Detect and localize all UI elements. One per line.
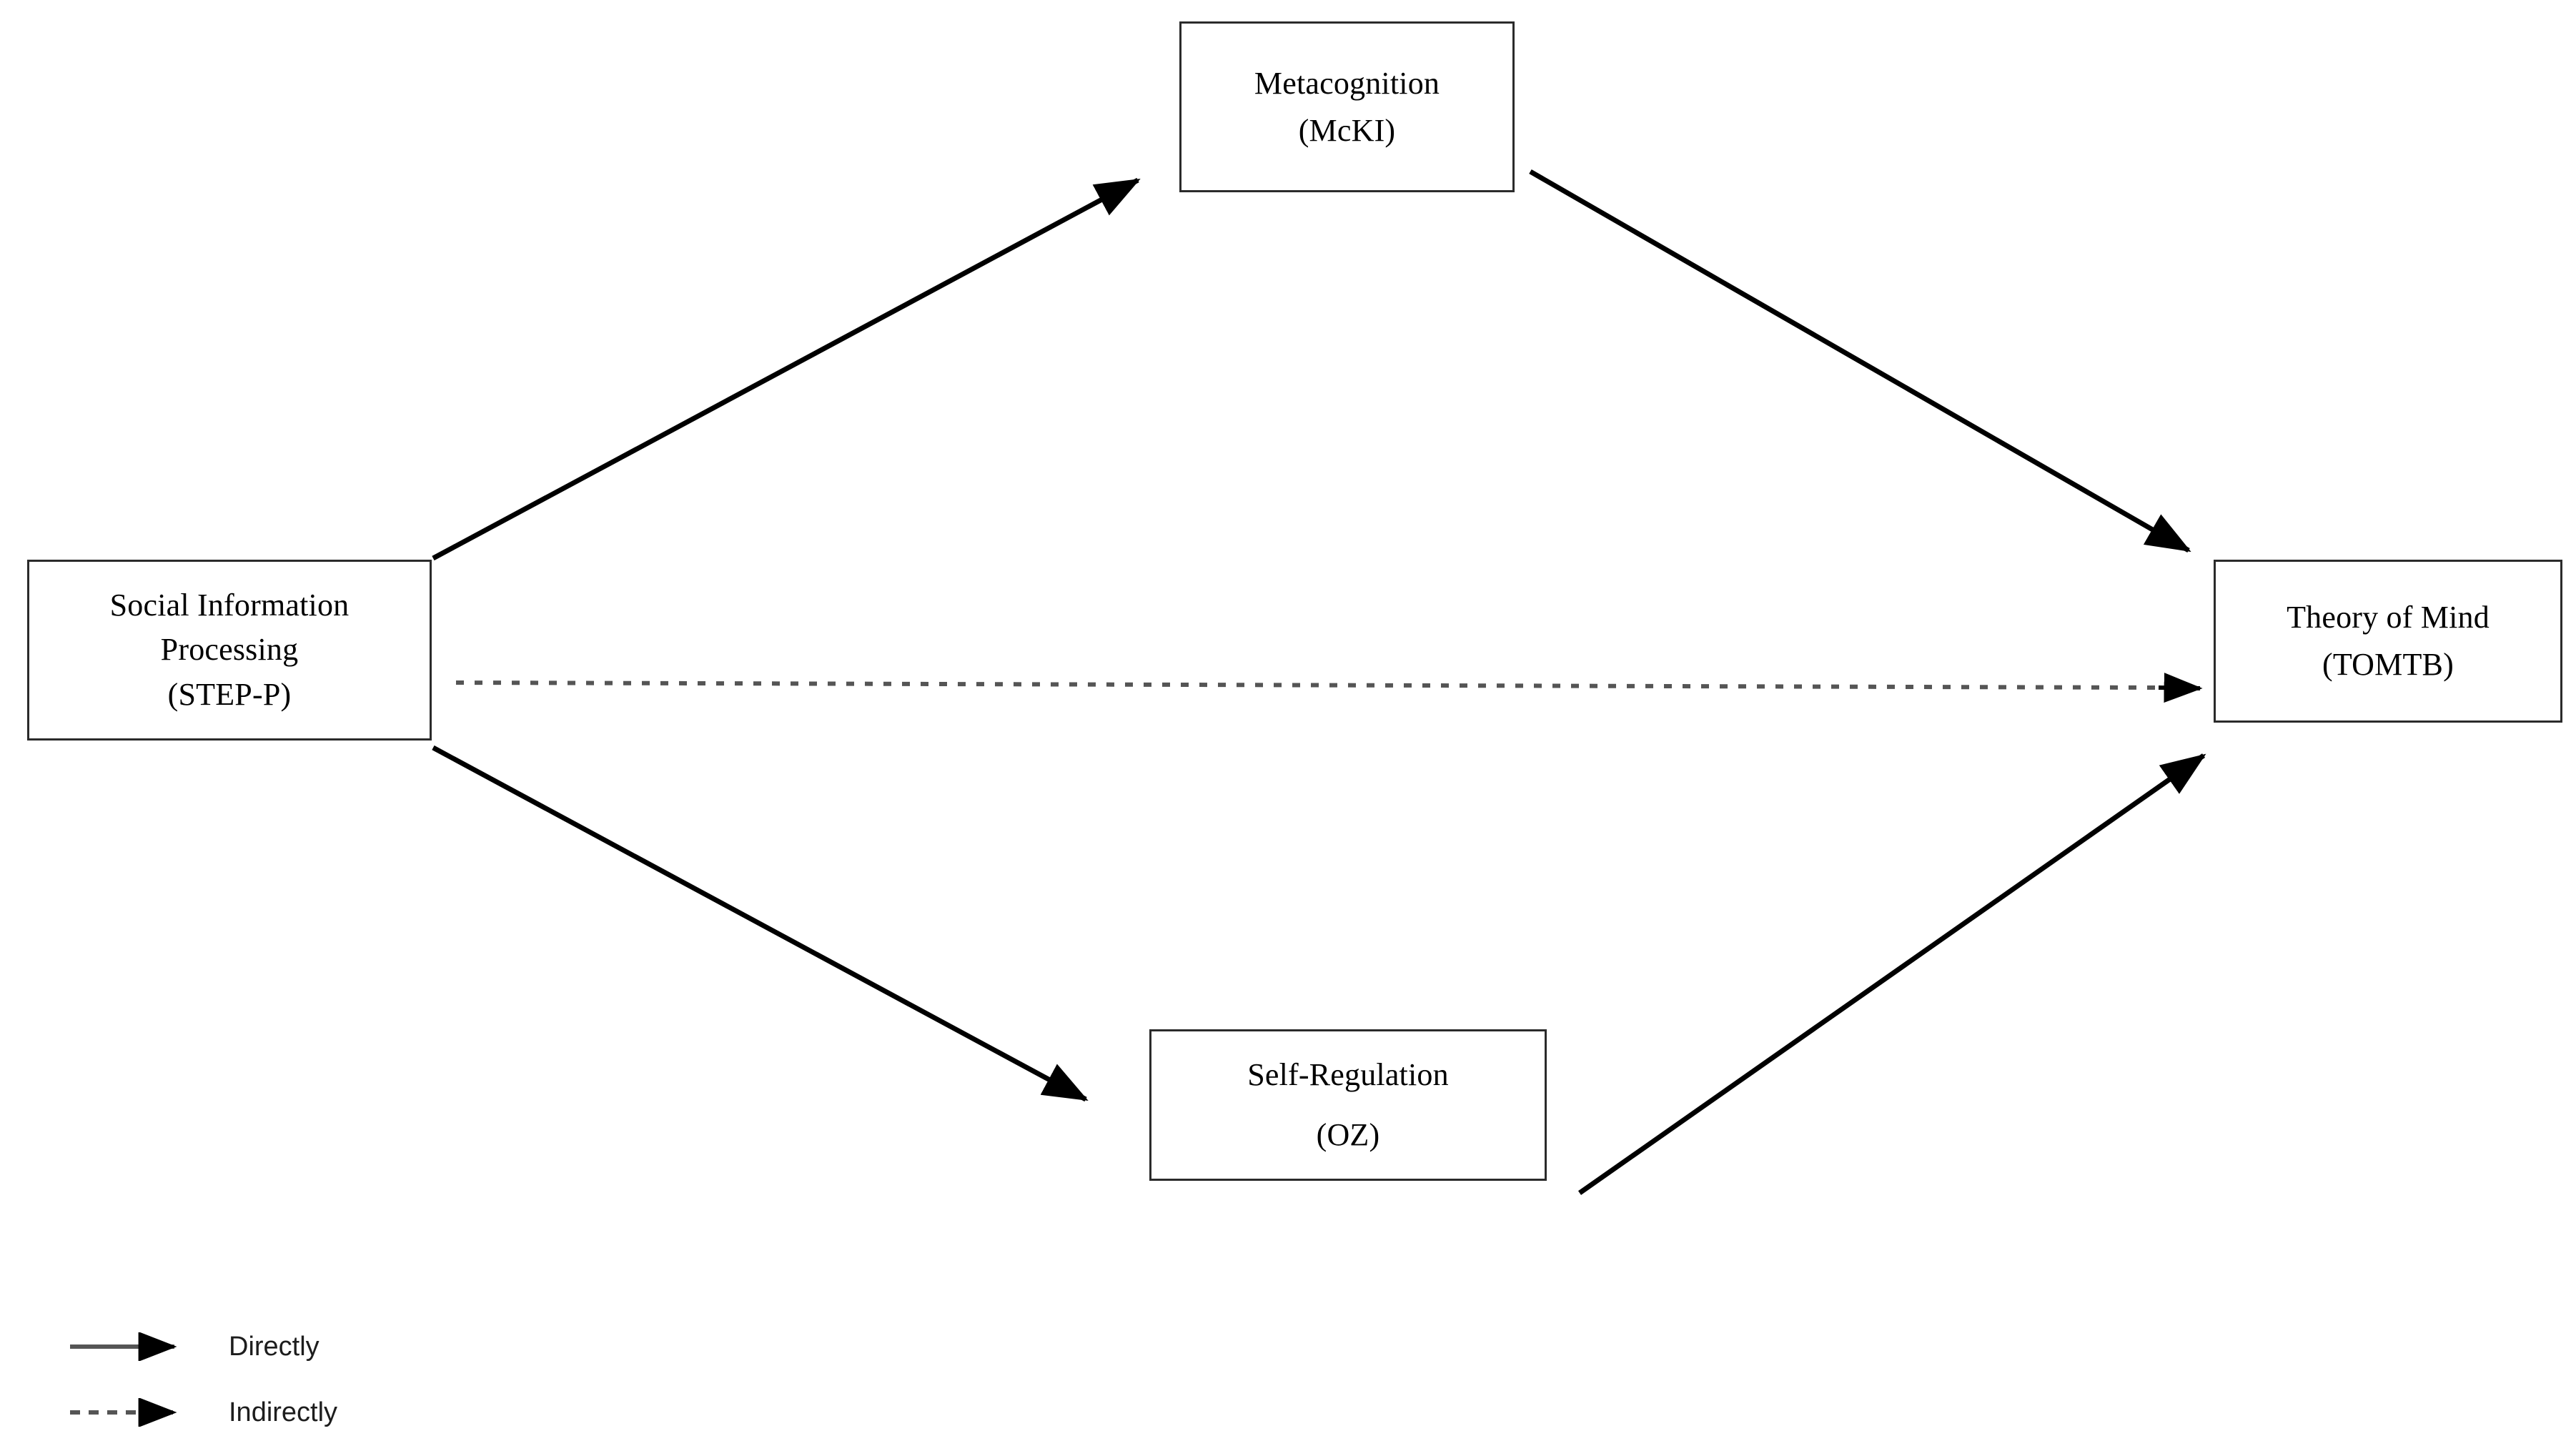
legend-label-indirectly: Indirectly — [229, 1397, 338, 1427]
node-theory-of-mind-line-1: Theory of Mind — [2287, 600, 2490, 635]
edge-sip-to-selfregulation — [432, 745, 1089, 1102]
edge-sip-to-tom-indirect — [455, 680, 2159, 690]
solid-arrow-icon — [69, 1332, 187, 1362]
node-metacognition-line-2: (McKI) — [1298, 112, 1396, 148]
node-metacognition-line-1: Metacognition — [1254, 65, 1440, 101]
dashed-arrow-icon — [69, 1397, 187, 1427]
node-self-regulation-line-2: (OZ) — [1316, 1117, 1380, 1152]
legend-item-directly: Directly — [69, 1314, 337, 1380]
node-metacognition[interactable]: Metacognition (McKI) — [1179, 21, 1515, 192]
legend-label-directly: Directly — [229, 1331, 319, 1362]
edge-sip-to-metacognition — [432, 177, 1141, 561]
node-self-regulation[interactable]: Self-Regulation (OZ) — [1149, 1029, 1547, 1181]
node-sip-line-2: Processing — [160, 632, 299, 668]
legend-item-indirectly: Indirectly — [69, 1380, 337, 1445]
edge-metacognition-to-tom — [1529, 169, 2191, 553]
node-sip-line-3: (STEP-P) — [167, 676, 292, 712]
node-self-regulation-line-1: Self-Regulation — [1247, 1057, 1449, 1092]
node-social-information-processing[interactable]: Social Information Processing (STEP-P) — [27, 560, 432, 741]
node-theory-of-mind-line-2: (TOMTB) — [2322, 647, 2454, 682]
node-theory-of-mind[interactable]: Theory of Mind (TOMTB) — [2214, 560, 2562, 723]
edge-selfregulation-to-tom — [1577, 753, 2206, 1195]
node-sip-line-1: Social Information — [109, 587, 350, 623]
legend: Directly Indirectly — [69, 1314, 337, 1445]
